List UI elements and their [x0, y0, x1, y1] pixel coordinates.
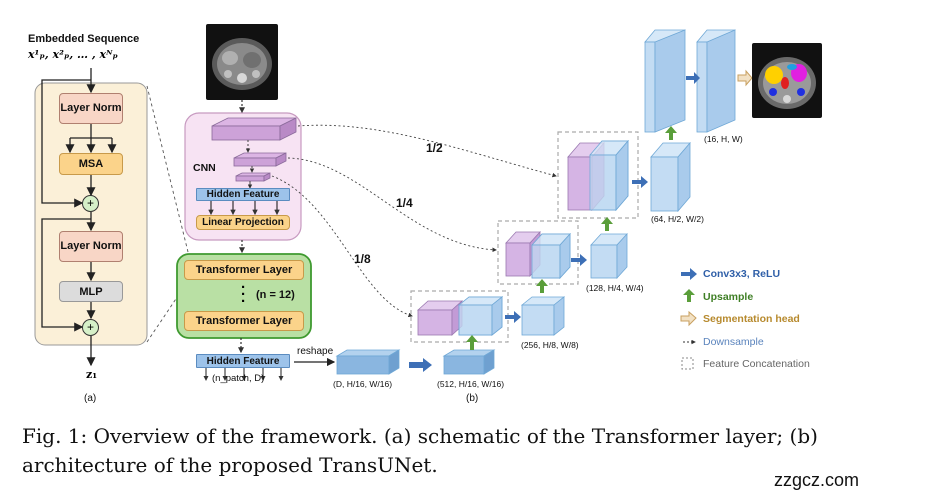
dim-d-h16: (D, H/16, W/16) [333, 379, 393, 389]
segmentation-output-image [752, 43, 822, 118]
watermark: zzgcz.com [774, 470, 860, 490]
n-layers-label: (n = 12) [256, 289, 295, 301]
scale-eighth: 1/8 [354, 252, 371, 266]
embedded-sequence-label: Embedded Sequence [28, 33, 140, 45]
dim-16: (16, H, W) [704, 134, 743, 144]
dim-128: (128, H/4, W/4) [586, 283, 644, 293]
msa-block: MSA [59, 153, 123, 175]
reshape-label: reshape [297, 346, 334, 357]
panel-b-label: (b) [466, 393, 479, 404]
legend-conv: Conv3x3, ReLU [703, 268, 781, 280]
legend-upsample: Upsample [703, 291, 754, 303]
add-node-2: + [82, 319, 99, 336]
n-patch-label: (n_patch, D) [212, 373, 265, 384]
hidden-feature-bottom: Hidden Feature [196, 354, 290, 368]
scale-half: 1/2 [426, 141, 443, 155]
dim-64: (64, H/2, W/2) [651, 214, 704, 224]
sequence-formula: x¹ₚ, x²ₚ, … , xᴺₚ [28, 48, 118, 61]
dim-512: (512, H/16, W/16) [437, 379, 505, 389]
plus-symbol: + [86, 196, 94, 210]
legend-downsample: Downsample [703, 336, 764, 348]
plus-symbol: + [86, 320, 94, 334]
transformer-layer-2: Transformer Layer [184, 311, 304, 331]
figure-caption-line-2: architecture of the proposed TransUNet. [22, 453, 438, 477]
transformer-layer-1: Transformer Layer [184, 260, 304, 280]
figure-caption-line-1: Fig. 1: Overview of the framework. (a) s… [22, 424, 818, 448]
hidden-feature-top: Hidden Feature [196, 188, 290, 201]
legend-seg-head: Segmentation head [703, 313, 800, 325]
mlp-block: MLP [59, 281, 123, 302]
ct-scan-image [206, 24, 278, 100]
layer-norm-block-1: Layer Norm [59, 93, 123, 124]
add-node-1: + [82, 195, 99, 212]
linear-projection-block: Linear Projection [196, 215, 290, 230]
vertical-ellipsis: ··· [241, 279, 246, 310]
layer-norm-block-2: Layer Norm [59, 231, 123, 262]
panel-a-label: (a) [84, 393, 97, 404]
cnn-label: CNN [193, 162, 216, 174]
dim-256: (256, H/8, W/8) [521, 340, 579, 350]
legend-concat: Feature Concatenation [703, 358, 810, 370]
scale-quarter: 1/4 [396, 196, 413, 210]
output-z1: z₁ [86, 368, 98, 381]
